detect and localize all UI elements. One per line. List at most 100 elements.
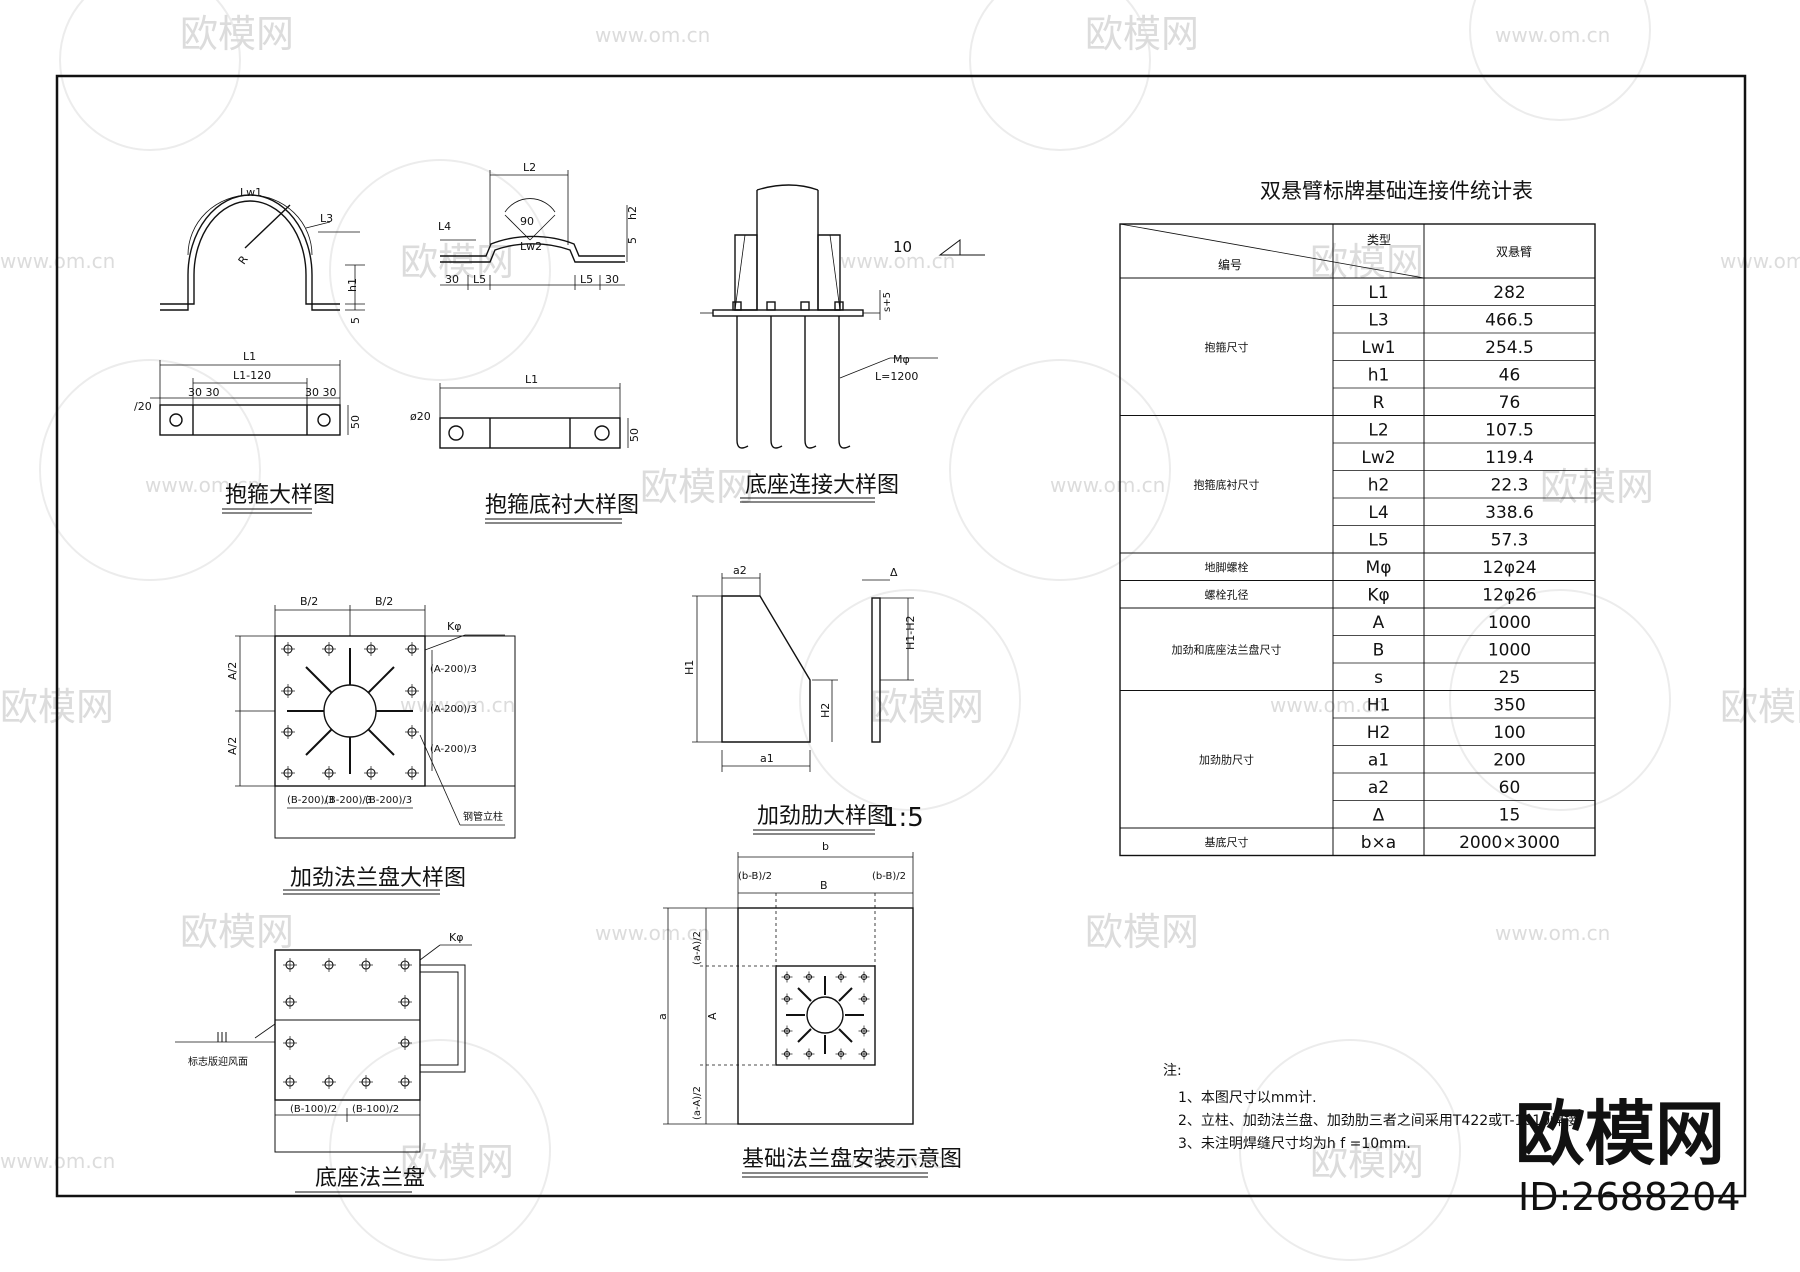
dim-label: L2 (523, 161, 536, 174)
dim-label: (B-200)/3 (365, 795, 412, 806)
table-cell-value: 1000 (1488, 640, 1531, 660)
dim-label: 5 (349, 317, 362, 324)
dim-label: Δ (890, 566, 898, 579)
flange-title: 加劲法兰盘大样图 (290, 866, 466, 891)
table-cell-value: 46 (1499, 365, 1521, 385)
base-connection-title: 底座连接大样图 (745, 473, 899, 498)
table-cell-value: 466.5 (1485, 310, 1534, 330)
dim-label: 5 (626, 237, 639, 244)
flange-labels: B/2 B/2 Kφ A/2 A/2 (A-200)/3 (A-200)/3 (… (226, 595, 503, 891)
dim-label: B/2 (375, 595, 393, 608)
hoop-detail (150, 194, 365, 514)
dim-label: (B-200)/3 (287, 795, 334, 806)
table-cell-code: L1 (1368, 283, 1388, 303)
table-cell-code: H1 (1367, 695, 1391, 715)
dim-label: (A-200)/3 (430, 744, 477, 755)
watermark-brand: 欧模网 (1540, 465, 1654, 509)
dim-label: (b-B)/2 (738, 871, 772, 882)
dim-label: (b-B)/2 (872, 871, 906, 882)
table-cell-code: H2 (1367, 723, 1391, 743)
table-cell-value: 200 (1493, 750, 1525, 770)
dim-label: (B-100)/2 (290, 1104, 337, 1115)
table-cell-value: 2000×3000 (1459, 833, 1560, 853)
table-cell-code: B (1373, 640, 1385, 660)
table-cell-code: Kφ (1367, 585, 1389, 605)
watermark-url: www.om.cn (145, 473, 260, 497)
stamp-brand: 欧模网 (1515, 1093, 1725, 1175)
dim-label: 50 (349, 415, 362, 429)
notes-heading: 注: (1163, 1063, 1182, 1079)
rib-detail (692, 573, 914, 835)
dim-label: s+5 (882, 292, 893, 312)
watermark-brand: 欧模网 (870, 685, 984, 729)
dim-label: 10 (893, 238, 912, 256)
table-cell-value: 12φ26 (1482, 585, 1536, 605)
dim-label: B/2 (300, 595, 318, 608)
dim-label: L1 (243, 350, 256, 363)
table-cell-value: 22.3 (1491, 475, 1529, 495)
table-diagonal (1119, 223, 1425, 279)
watermark-url: www.om.cn (595, 921, 710, 945)
base-connection-labels: 10 s+5 Mφ L=1200 底座连接大样图 (745, 238, 918, 498)
table-cell-value: 25 (1499, 668, 1521, 688)
dim-label: 钢管立柱 (463, 810, 503, 823)
dim-label: h1 (346, 278, 359, 292)
note-item: 2、立柱、加劲法兰盘、加劲肋三者之间采用T422或T-1010焊接 (1178, 1112, 1578, 1129)
dim-label: L4 (438, 220, 451, 233)
dim-label: H1 (683, 660, 696, 675)
hoop-title: 抱箍大样图 (225, 483, 335, 508)
watermark-brand: 欧模网 (1310, 1140, 1424, 1184)
table-cell-value: 282 (1493, 283, 1525, 303)
table-cell-code: h2 (1368, 475, 1390, 495)
note-item: 3、未注明焊缝尺寸均为h f =10mm. (1178, 1136, 1411, 1152)
notes: 注: 1、本图尺寸以mm计. 2、立柱、加劲法兰盘、加劲肋三者之间采用T422或… (1163, 1063, 1578, 1152)
install-detail (663, 852, 928, 1178)
hoop-liner-detail (439, 170, 629, 524)
base-connection-detail (700, 184, 985, 503)
watermark-url: www.om.cn (840, 249, 955, 273)
dim-label: (A-200)/3 (430, 664, 477, 675)
table-group-name: 加劲肋尺寸 (1199, 752, 1254, 766)
dim-label: H2 (819, 703, 832, 718)
watermark-brand: 欧模网 (1310, 240, 1424, 284)
base-flange-detail (175, 944, 472, 1197)
dim-label: h2 (626, 206, 639, 220)
watermark-url: www.om.cn (1050, 473, 1165, 497)
table-cell-value: 60 (1499, 778, 1521, 798)
table-cell-value: 57.3 (1491, 530, 1529, 550)
stamp-id: ID:2688204 (1518, 1175, 1741, 1219)
dim-label: 30 30 (188, 386, 220, 399)
drawing-frame (55, 74, 1747, 1198)
flange-bolt-holes (281, 642, 419, 780)
table-cell-value: 119.4 (1485, 448, 1534, 468)
dim-label: Lw2 (520, 240, 542, 253)
dim-label: (B-100)/2 (352, 1104, 399, 1115)
watermark-brand: 欧模网 (180, 910, 294, 954)
dim-label: L1-120 (233, 369, 271, 382)
watermark-url: www.om.cn (1270, 693, 1385, 717)
table-cell-value: 15 (1499, 805, 1521, 825)
install-title: 基础法兰盘安装示意图 (742, 1147, 962, 1172)
table-cell-code: Lw1 (1361, 338, 1395, 358)
table-cell-value: 350 (1493, 695, 1525, 715)
watermark-url: www.om.cn (400, 693, 515, 717)
dim-label: 50 (628, 428, 641, 442)
dim-label: L1 (525, 373, 538, 386)
watermark-brand: 欧模网 (1720, 685, 1800, 729)
watermark-brand: 欧模网 (400, 1140, 514, 1184)
table-cell-code: L3 (1368, 310, 1388, 330)
table-group-name: 地脚螺栓 (1205, 560, 1249, 574)
dim-label: 标志版迎风面 (188, 1055, 248, 1068)
rib-scale: 1:5 (882, 803, 924, 833)
hoop-liner-title: 抱箍底衬大样图 (485, 493, 639, 518)
dim-label: 30 30 (305, 386, 337, 399)
table-cell-value: 338.6 (1485, 503, 1534, 523)
hoop-labels: Lw1 L3 R h1 5 L1 L1-120 30 30 30 30 /20 … (134, 186, 362, 508)
table-cell-code: L5 (1368, 530, 1388, 550)
dim-label: L=1200 (875, 370, 918, 383)
dim-label: (a-A)/2 (692, 1086, 703, 1120)
table-cell-code: A (1373, 613, 1385, 633)
